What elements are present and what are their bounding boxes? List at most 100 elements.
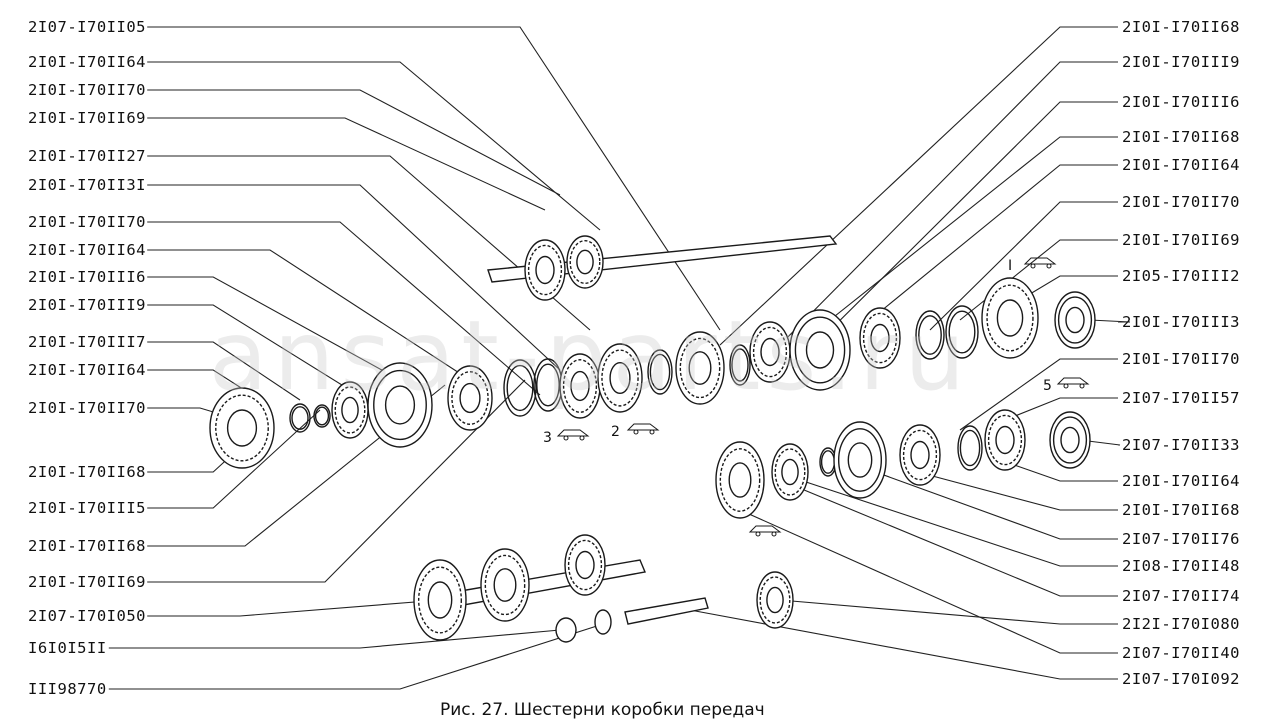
- part-label-right: 2I05-I70III2: [1122, 267, 1240, 285]
- shaft-gear-a-bore: [535, 255, 555, 285]
- figure-caption: Рис. 27. Шестерни коробки передач: [440, 700, 765, 720]
- leader-line-left: [108, 624, 601, 690]
- synchro-hub-lower-teeth: [837, 428, 883, 492]
- leader-line-left: [147, 341, 301, 401]
- bearing-lower-teeth: [1052, 416, 1088, 464]
- part-label-right: 2I0I-I70II69: [1122, 231, 1240, 249]
- gear-lower-c-teeth: [902, 429, 938, 481]
- gear-2nd-bore: [609, 362, 631, 395]
- leader-line-right: [799, 101, 1118, 361]
- synchro-center-teeth: [752, 326, 788, 378]
- gear-center-teeth: [679, 337, 721, 399]
- part-label-right: 2I0I-I70II68: [1122, 128, 1240, 146]
- part-label-left: 2I07-I70I050: [28, 607, 146, 625]
- car-icon-gear3: [556, 429, 590, 437]
- marker-gear-2: 2: [611, 424, 620, 440]
- part-label-right: 2I07-I70I092: [1122, 670, 1240, 688]
- gear-left-mid-teeth: [451, 371, 489, 425]
- synchro-hub-lower-bore: [847, 442, 873, 478]
- ring-lower: [957, 425, 983, 471]
- gear-left-end-bore: [226, 409, 258, 447]
- gear-right-a-teeth: [862, 312, 898, 364]
- car-icon-gear2: [626, 423, 660, 431]
- leader-line-left: [147, 276, 401, 381]
- car-icon-gear3-wheel: [563, 435, 569, 441]
- circlip-left: [289, 403, 311, 433]
- ring-right-b: [945, 305, 979, 359]
- leader-line-right: [959, 358, 1118, 431]
- ring-mid-a-inner: [506, 364, 534, 412]
- counter-gear-a-teeth: [417, 566, 463, 634]
- gear-center-bore: [688, 351, 712, 385]
- part-label-left: 2I0I-I70II70: [28, 213, 146, 231]
- part-label-right: 2I0I-I70III3: [1122, 313, 1240, 331]
- marker-gear-3: 3: [543, 430, 552, 446]
- leader-line-left: [147, 304, 351, 391]
- gear-reverse-bore: [766, 586, 784, 614]
- leader-line-right: [769, 61, 1118, 356]
- marker-gear-5: 5: [1043, 378, 1052, 394]
- snap-ring: [313, 404, 331, 428]
- leader-line-right: [929, 201, 1118, 331]
- car-icon-reverse: [748, 525, 782, 533]
- counter-gear-a-bore: [427, 581, 453, 619]
- circlip-lower-inner: [820, 450, 836, 474]
- leader-line-left: [147, 409, 321, 509]
- gear-lower-left-teeth: [719, 448, 761, 512]
- counter-gear-b-bore: [493, 568, 517, 602]
- gear-lower-b-bore: [781, 458, 799, 486]
- part-label-right: 2I2I-I70I080: [1122, 615, 1240, 633]
- car-icon-gear5: [1056, 377, 1090, 385]
- ring-right-b-inner: [948, 310, 976, 354]
- part-label-left: 2I0I-I70II70: [28, 81, 146, 99]
- leader-line-left: [147, 221, 541, 396]
- synchro-ring-left-bore: [341, 396, 359, 424]
- ring-mid-b: [533, 358, 563, 412]
- shaft-gear-b-bore: [576, 249, 594, 275]
- car-icon-reverse-wheel: [771, 531, 777, 537]
- part-label-right: 2I0I-I70II68: [1122, 18, 1240, 36]
- synchro-hub-right-bore: [805, 331, 835, 369]
- counter-gear-c-bore: [575, 550, 595, 580]
- part-label-right: 2I07-I70II33: [1122, 436, 1240, 454]
- part-label-left: 2I0I-I70II68: [28, 463, 146, 481]
- ring-lower-inner: [959, 429, 981, 467]
- snap-ring-inner: [314, 406, 330, 426]
- leader-line-left: [147, 249, 471, 381]
- shaft-gear-b-teeth: [569, 239, 601, 285]
- leader-line-right: [719, 26, 1118, 346]
- gear-reverse-teeth: [759, 576, 791, 624]
- gear-lower-c-bore: [910, 440, 930, 470]
- leader-line-left: [147, 379, 526, 583]
- part-label-right: 2I07-I70II57: [1122, 389, 1240, 407]
- leader-line-right: [779, 479, 1118, 597]
- leader-line-right: [1089, 319, 1131, 323]
- part-label-right: 2I07-I70II40: [1122, 644, 1240, 662]
- leader-line-right: [829, 136, 1118, 321]
- leader-line-right: [779, 599, 1118, 625]
- shaft-gear-a-teeth: [527, 244, 563, 296]
- bearing-lower-bore: [1060, 426, 1080, 454]
- part-label-right: 2I08-I70II48: [1122, 557, 1240, 575]
- synchro-hub-right-teeth: [794, 316, 846, 384]
- gear-3rd-bore: [570, 370, 590, 402]
- car-icon-gear1-wheel: [1046, 263, 1052, 269]
- counter-gear-c-teeth: [567, 539, 603, 591]
- gear-1st-bore: [996, 299, 1024, 337]
- part-label-left: III98770: [28, 680, 107, 698]
- washer: [594, 609, 612, 635]
- car-icon-gear1: [1023, 257, 1057, 265]
- circlip-left-inner: [291, 406, 309, 430]
- part-label-left: 2I0I-I70II64: [28, 361, 146, 379]
- part-label-left: 2I0I-I70II64: [28, 53, 146, 71]
- part-label-left: 2I07-I70II05: [28, 18, 146, 36]
- synchro-ring-left-teeth: [334, 386, 366, 434]
- part-label-right: 2I0I-I70II70: [1122, 193, 1240, 211]
- leader-line-left: [147, 89, 561, 196]
- synchro-center-bore: [760, 337, 780, 367]
- leader-line-left: [147, 155, 591, 331]
- ring-mid-b-inner: [536, 363, 560, 407]
- spacer-mid-inner: [649, 353, 671, 391]
- part-label-left: 2I0I-I70III7: [28, 333, 146, 351]
- leader-line-right: [869, 164, 1118, 321]
